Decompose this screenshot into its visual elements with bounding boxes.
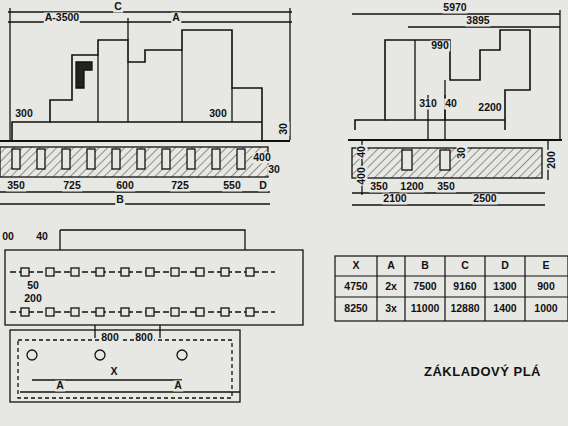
dimension-label: 990 xyxy=(430,40,450,51)
anchor-bolt xyxy=(221,268,229,276)
anchor-bolt xyxy=(171,308,179,316)
anchor-bolt xyxy=(171,268,179,276)
dimension-label: 400 xyxy=(252,152,272,163)
anchor-slot xyxy=(187,149,195,169)
dimension-label: 600 xyxy=(115,180,135,191)
anchor-bolt xyxy=(146,268,154,276)
dimension-label: 350 xyxy=(6,180,26,191)
dimension-label: 30 xyxy=(267,164,281,175)
anchor-bolt xyxy=(246,308,254,316)
dimension-label: 350 xyxy=(436,181,456,192)
table-cell: E xyxy=(541,260,550,271)
dimension-label: 1200 xyxy=(399,181,424,192)
table-cell: 3x xyxy=(384,303,398,314)
dimension-label: 400 xyxy=(356,166,367,186)
anchor-slot xyxy=(12,149,20,169)
dimension-label: 800 xyxy=(100,332,120,343)
dimension-label: A xyxy=(173,380,183,391)
table-cell: 1400 xyxy=(492,303,517,314)
dimension-label: 2500 xyxy=(472,193,497,204)
anchor-bolt xyxy=(71,308,79,316)
dimension-label: 550 xyxy=(222,180,242,191)
anchor-slot xyxy=(237,149,245,169)
dimension-label: 725 xyxy=(170,180,190,191)
dimension-label: 50 xyxy=(26,280,40,291)
dimension-label: 725 xyxy=(62,180,82,191)
table-cell: 1300 xyxy=(492,281,517,292)
anchor-bolt xyxy=(46,268,54,276)
anchor-bolt xyxy=(96,268,104,276)
dimension-label: B xyxy=(115,194,125,205)
table-cell: A xyxy=(386,260,396,271)
table-cell: 8250 xyxy=(343,303,368,314)
dimension-label: 40 xyxy=(35,231,49,242)
dimension-label: 800 xyxy=(134,332,154,343)
anchor-slot xyxy=(62,149,70,169)
dimension-label: 3895 xyxy=(465,15,490,26)
table-cell: 4750 xyxy=(343,281,368,292)
dimension-label: 2200 xyxy=(477,102,502,113)
table-cell: C xyxy=(460,260,470,271)
dimension-label: 200 xyxy=(23,293,43,304)
dimension-label: X xyxy=(109,366,118,377)
anchor-bolt xyxy=(71,268,79,276)
dimension-label: D xyxy=(258,180,268,191)
table-cell: X xyxy=(351,260,360,271)
drawing-title: ZÁKLADOVÝ PLÁ xyxy=(424,364,541,379)
anchor-slot xyxy=(112,149,120,169)
anchor-slot xyxy=(37,149,45,169)
table-cell: 11000 xyxy=(410,303,441,314)
table-cell: 12880 xyxy=(449,303,480,314)
table-cell: 1000 xyxy=(533,303,558,314)
dimension-label: A-3500 xyxy=(44,12,80,23)
dimension-label: 350 xyxy=(369,181,389,192)
anchor-bolt xyxy=(196,308,204,316)
anchor-slot xyxy=(137,149,145,169)
anchor-slot xyxy=(212,149,220,169)
dimension-label: 5970 xyxy=(442,2,467,13)
anchor-bolt xyxy=(21,268,29,276)
dimension-label: A xyxy=(171,12,181,23)
table-cell: 2x xyxy=(384,281,398,292)
dimension-label: 310 xyxy=(418,98,438,109)
dimension-label: 300 xyxy=(208,108,228,119)
dimension-label: 40 xyxy=(356,145,367,159)
dimension-label: C xyxy=(113,1,123,12)
table-cell: B xyxy=(420,260,430,271)
table-cell: 9160 xyxy=(452,281,477,292)
anchor-bolt xyxy=(221,308,229,316)
anchor-bolt xyxy=(121,268,129,276)
anchor-bolt xyxy=(146,308,154,316)
anchor-bolt xyxy=(96,308,104,316)
anchor-slot xyxy=(87,149,95,169)
table-cell: 7500 xyxy=(412,281,437,292)
anchor-bolt xyxy=(246,268,254,276)
anchor-bolt xyxy=(46,308,54,316)
dimension-label: 30 xyxy=(456,146,467,160)
dimension-label: A xyxy=(55,380,65,391)
table-cell: 900 xyxy=(536,281,556,292)
dimension-label: 40 xyxy=(444,98,458,109)
dimension-label: 2100 xyxy=(382,193,407,204)
dimension-label: 30 xyxy=(278,122,289,136)
dimension-label: 00 xyxy=(1,231,15,242)
anchor-bolt xyxy=(21,308,29,316)
anchor-slot xyxy=(162,149,170,169)
dimension-label: 300 xyxy=(14,108,34,119)
anchor-bolt xyxy=(196,268,204,276)
table-cell: D xyxy=(500,260,510,271)
anchor-bolt xyxy=(121,308,129,316)
dimension-label: 200 xyxy=(546,150,557,170)
